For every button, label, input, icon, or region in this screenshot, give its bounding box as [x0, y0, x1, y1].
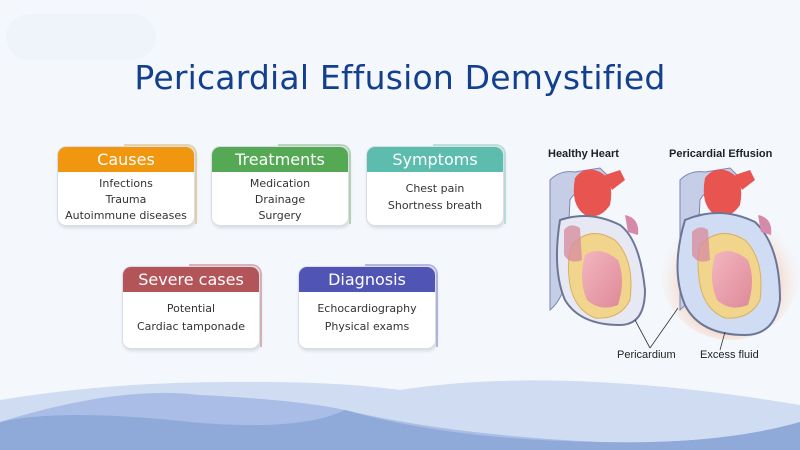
- card-diagnosis: Diagnosis Echocardiography Physical exam…: [298, 264, 438, 349]
- list-item: Medication: [249, 177, 311, 190]
- page-title: Pericardial Effusion Demystified: [134, 58, 666, 97]
- list-item: Drainage: [254, 193, 306, 206]
- list-item: Potential: [166, 302, 216, 315]
- healthy-heart-icon: [549, 167, 647, 327]
- faded-logo-placeholder: [6, 14, 156, 60]
- list-item: Infections: [99, 177, 153, 190]
- card-treatments: Treatments Medication Drainage Surgery: [211, 144, 351, 226]
- card-severe-cases-body: Potential Cardiac tamponade: [123, 292, 259, 336]
- card-diagnosis-header: Diagnosis: [299, 267, 435, 292]
- card-treatments-body: Medication Drainage Surgery: [212, 172, 348, 224]
- card-symptoms-body: Chest pain Shortness breath: [367, 172, 503, 214]
- healthy-heart-label: Healthy Heart: [548, 148, 619, 160]
- card-diagnosis-body: Echocardiography Physical exams: [299, 292, 435, 336]
- heart-comparison-illustration: [549, 167, 800, 351]
- pericardial-effusion-label: Pericardial Effusion: [669, 148, 773, 160]
- card-symptoms-header: Symptoms: [367, 147, 503, 172]
- card-severe-cases-header: Severe cases: [123, 267, 259, 292]
- card-causes-header: Causes: [58, 147, 194, 172]
- list-item: Trauma: [105, 193, 147, 206]
- excess-fluid-label: Excess fluid: [700, 349, 759, 361]
- card-severe-cases: Severe cases Potential Cardiac tamponade: [122, 264, 262, 349]
- effusion-heart-icon: [660, 167, 800, 340]
- list-item: Chest pain: [405, 182, 465, 195]
- list-item: Autoimmune diseases: [65, 209, 187, 222]
- card-causes: Causes Infections Trauma Autoimmune dise…: [57, 144, 197, 226]
- card-symptoms: Symptoms Chest pain Shortness breath: [366, 144, 506, 226]
- decorative-waves: [0, 380, 800, 450]
- list-item: Echocardiography: [317, 302, 417, 315]
- list-item: Cardiac tamponade: [136, 320, 246, 333]
- card-causes-body: Infections Trauma Autoimmune diseases: [58, 172, 194, 224]
- card-treatments-header: Treatments: [212, 147, 348, 172]
- list-item: Physical exams: [324, 320, 410, 333]
- pericardium-label: Pericardium: [617, 349, 676, 361]
- list-item: Surgery: [258, 209, 302, 222]
- callout-lines: [634, 307, 726, 351]
- list-item: Shortness breath: [387, 199, 483, 212]
